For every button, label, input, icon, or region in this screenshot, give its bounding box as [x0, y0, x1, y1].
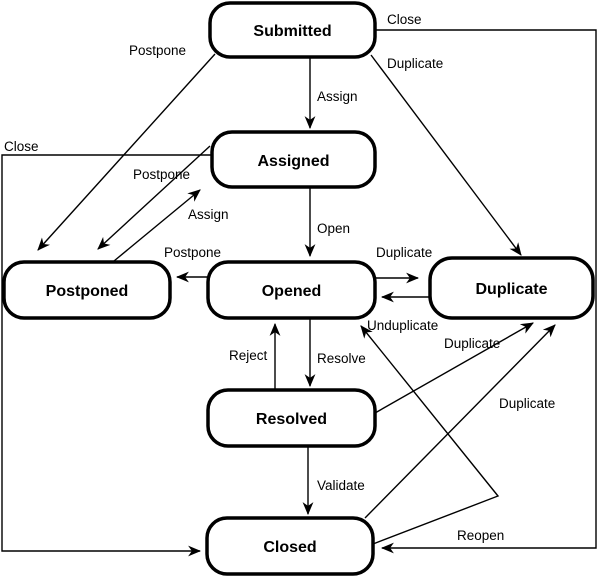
transition-label-unduplicate: Unduplicate: [367, 318, 438, 333]
transition-label-duplicate-1: Duplicate: [387, 56, 443, 71]
transition-label-open: Open: [317, 221, 350, 236]
transition-closed-opened-line: [360, 325, 500, 545]
state-closed-label: Closed: [263, 539, 316, 556]
transition-label-duplicate-4: Duplicate: [499, 396, 555, 411]
transition-closed-duplicate-line: [364, 324, 556, 519]
state-assigned-label: Assigned: [257, 153, 329, 170]
state-opened-box: [206, 260, 377, 320]
transitions-layer: Assign Postpone Close Duplicate Postpone…: [1, 12, 597, 557]
transition-label-close-1: Close: [387, 12, 422, 27]
state-submitted: Submitted: [208, 1, 377, 59]
transition-label-validate: Validate: [317, 478, 365, 493]
state-assigned-box: [210, 130, 377, 189]
state-duplicate-box: [428, 256, 595, 320]
state-submitted-label: Submitted: [253, 23, 331, 40]
transition-label-postpone-1: Postpone: [129, 43, 186, 58]
state-assigned: Assigned: [210, 130, 377, 189]
state-resolved: Resolved: [206, 388, 377, 448]
transition-label-duplicate-3: Duplicate: [444, 336, 500, 351]
state-duplicate: Duplicate: [428, 256, 595, 320]
state-postponed-box: [2, 260, 172, 320]
state-postponed: Postponed: [2, 260, 172, 320]
transition-label-assign-2: Assign: [188, 207, 229, 222]
transition-submitted-closed-line: [375, 29, 597, 554]
state-duplicate-label: Duplicate: [475, 281, 547, 298]
state-opened: Opened: [206, 260, 377, 320]
transition-label-postpone-2: Postpone: [133, 167, 190, 182]
transition-label-reopen: Reopen: [457, 528, 504, 543]
state-submitted-box: [208, 1, 377, 59]
transition-label-resolve: Resolve: [317, 351, 366, 366]
state-postponed-label: Postponed: [46, 283, 129, 300]
state-resolved-box: [206, 388, 377, 448]
transition-resolved-duplicate-line: [374, 322, 534, 414]
state-closed-box: [205, 516, 375, 576]
transition-assigned-closed-line: [1, 154, 212, 557]
transition-submitted-postponed-line: [37, 53, 216, 251]
transition-postponed-assigned-line: [113, 189, 201, 262]
transition-label-reject: Reject: [229, 348, 268, 363]
transition-label-postpone-3: Postpone: [164, 245, 221, 260]
transition-label-close-2: Close: [4, 139, 39, 154]
transition-submitted-duplicate-line: [370, 54, 522, 256]
transition-label-duplicate-2: Duplicate: [376, 245, 432, 260]
state-resolved-label: Resolved: [256, 411, 327, 428]
state-opened-label: Opened: [262, 283, 322, 300]
transition-assigned-postponed-line: [97, 145, 211, 250]
state-closed: Closed: [205, 516, 375, 576]
transition-label-assign: Assign: [317, 89, 358, 104]
